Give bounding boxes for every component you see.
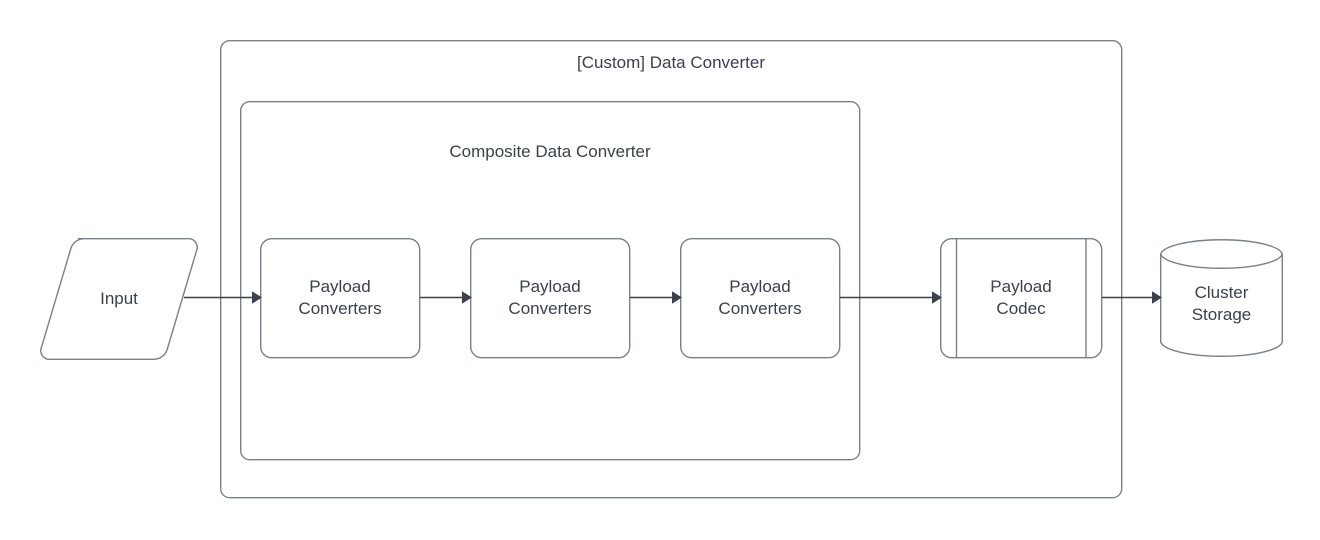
node-payload-converters-2-label: Payload Converters <box>508 277 592 318</box>
node-cluster-storage-label: Cluster Storage <box>1191 283 1252 324</box>
container-custom-data-converter[interactable] <box>219 40 1123 499</box>
container-composite-data-converter-title: Composite Data Converter <box>449 142 651 161</box>
container-custom-data-converter-title: [Custom] Data Converter <box>576 53 765 72</box>
node-payload-converters-1-label: Payload Converters <box>298 277 382 318</box>
cylinder-top-ellipse <box>1160 253 1283 269</box>
edge-codec-to-storage <box>1102 291 1162 304</box>
node-input-shape[interactable] <box>40 238 198 360</box>
edge-pc3-to-codec <box>840 291 942 304</box>
node-payload-converters-3-label: Payload Converters <box>718 277 802 318</box>
node-input-label: Input <box>100 289 138 309</box>
node-payload-codec-label: Payload Codec <box>990 277 1052 318</box>
edge-input-to-pc1 <box>184 291 262 304</box>
node-cluster-storage-shape[interactable] <box>1160 239 1283 357</box>
edge-pc1-to-pc2 <box>420 291 472 304</box>
edge-pc2-to-pc3 <box>630 291 682 304</box>
container-composite-data-converter[interactable] <box>239 100 861 461</box>
